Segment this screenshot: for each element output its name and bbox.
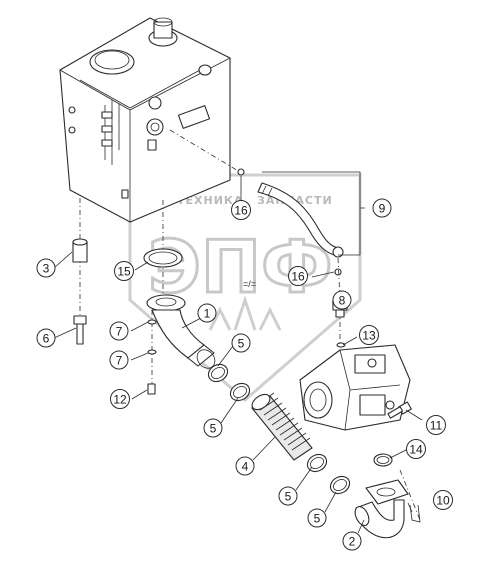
nut-12 bbox=[147, 383, 156, 395]
callout-c3: 3 bbox=[36, 258, 56, 278]
callout-circle bbox=[278, 486, 298, 506]
callout-circle bbox=[433, 490, 453, 510]
watermark-logo: ТЕХНИКА ЗАПЧАСТИ ЭПФ bbox=[128, 173, 362, 402]
clamp-5-a bbox=[207, 363, 229, 383]
o-ring-16-upper bbox=[237, 168, 245, 176]
callout-c16b: 16 bbox=[288, 266, 308, 286]
callout-label: 16 bbox=[291, 270, 305, 284]
clamp-5-d bbox=[329, 475, 351, 495]
callout-label: 5 bbox=[238, 337, 245, 351]
callout-label: 16 bbox=[234, 204, 248, 218]
callout-label: 3 bbox=[43, 262, 50, 276]
callout-c6: 6 bbox=[36, 328, 56, 348]
callout-label: 6 bbox=[43, 332, 50, 346]
callout-circle bbox=[342, 531, 362, 551]
callout-circle bbox=[235, 456, 255, 476]
o-ring-13 bbox=[336, 342, 346, 348]
callout-c10: 10 bbox=[433, 490, 453, 510]
filler-neck bbox=[153, 21, 173, 39]
elbow-pipe-1 bbox=[146, 294, 216, 369]
callout-circle bbox=[307, 508, 327, 528]
callout-c4: 4 bbox=[235, 456, 255, 476]
corrugated-hose-4 bbox=[251, 392, 313, 461]
callout-circle bbox=[359, 325, 379, 345]
callout-c5a: 5 bbox=[231, 333, 251, 353]
callout-c7a: 7 bbox=[109, 321, 129, 341]
seal-15 bbox=[143, 248, 183, 268]
callout-label: 8 bbox=[339, 294, 346, 308]
callout-label: 5 bbox=[314, 512, 321, 526]
spacer-3 bbox=[72, 238, 88, 263]
callout-circle bbox=[426, 415, 446, 435]
callout-circle bbox=[203, 418, 223, 438]
tank-hatch bbox=[89, 49, 135, 75]
callout-circle bbox=[197, 303, 217, 323]
clamp-5-b bbox=[229, 382, 251, 402]
callout-label: 1 bbox=[204, 307, 211, 321]
callout-label: 13 bbox=[362, 329, 376, 343]
callout-c7b: 7 bbox=[109, 350, 129, 370]
callout-label: 7 bbox=[116, 325, 123, 339]
callout-circle bbox=[36, 258, 56, 278]
callout-c11: 11 bbox=[426, 415, 446, 435]
watermark-main-text: ЭПФ bbox=[148, 225, 333, 309]
callout-label: 2 bbox=[349, 535, 356, 549]
callout-circle bbox=[36, 328, 56, 348]
callout-circle bbox=[231, 333, 251, 353]
return-hose bbox=[237, 168, 344, 301]
callout-label: 4 bbox=[242, 460, 249, 474]
leader-lines bbox=[53, 171, 423, 534]
bolt-6 bbox=[73, 315, 87, 345]
callout-c5b: 5 bbox=[203, 418, 223, 438]
callout-c8: 8 bbox=[332, 290, 352, 310]
callout-c9: 9 bbox=[372, 198, 392, 218]
callout-label: 7 bbox=[116, 354, 123, 368]
hydraulic-tank bbox=[59, 17, 241, 223]
callout-label: 10 bbox=[436, 494, 450, 508]
seal-14 bbox=[373, 453, 393, 467]
washer-7-upper bbox=[147, 319, 157, 325]
callout-label: 14 bbox=[409, 443, 423, 457]
hydraulic-pump bbox=[299, 344, 411, 431]
watermark-text-left: ТЕХНИКА bbox=[177, 194, 243, 207]
callout-label: 11 bbox=[430, 419, 443, 433]
callout-circle bbox=[332, 290, 352, 310]
callout-c2: 2 bbox=[342, 531, 362, 551]
washer-7-lower bbox=[147, 349, 157, 355]
callout-label: 5 bbox=[285, 490, 292, 504]
annotation-mark: =/= bbox=[243, 279, 256, 289]
callout-circle bbox=[110, 389, 130, 409]
callout-circle bbox=[372, 198, 392, 218]
bolt-11 bbox=[387, 401, 412, 419]
callout-label: 5 bbox=[210, 422, 217, 436]
callout-circle bbox=[109, 321, 129, 341]
callout-circle bbox=[114, 261, 134, 281]
callout-label: 12 bbox=[113, 393, 127, 407]
callout-c1: 1 bbox=[197, 303, 217, 323]
clamp-5-c bbox=[306, 453, 328, 473]
callout-label: 9 bbox=[379, 202, 386, 216]
callout-c14: 14 bbox=[406, 439, 426, 459]
callout-label: 15 bbox=[117, 265, 131, 279]
pin-10 bbox=[409, 504, 421, 523]
callout-c5d: 5 bbox=[307, 508, 327, 528]
callout-c5c: 5 bbox=[278, 486, 298, 506]
callout-circle bbox=[288, 266, 308, 286]
o-ring-16-lower bbox=[334, 268, 342, 276]
callout-c13: 13 bbox=[359, 325, 379, 345]
callout-c16a: 16 bbox=[231, 200, 251, 220]
callout-circle bbox=[406, 439, 426, 459]
callout-circle bbox=[109, 350, 129, 370]
callout-circle bbox=[231, 200, 251, 220]
callout-c12: 12 bbox=[110, 389, 130, 409]
elbow-pipe-2 bbox=[354, 479, 409, 539]
callout-c15: 15 bbox=[114, 261, 134, 281]
